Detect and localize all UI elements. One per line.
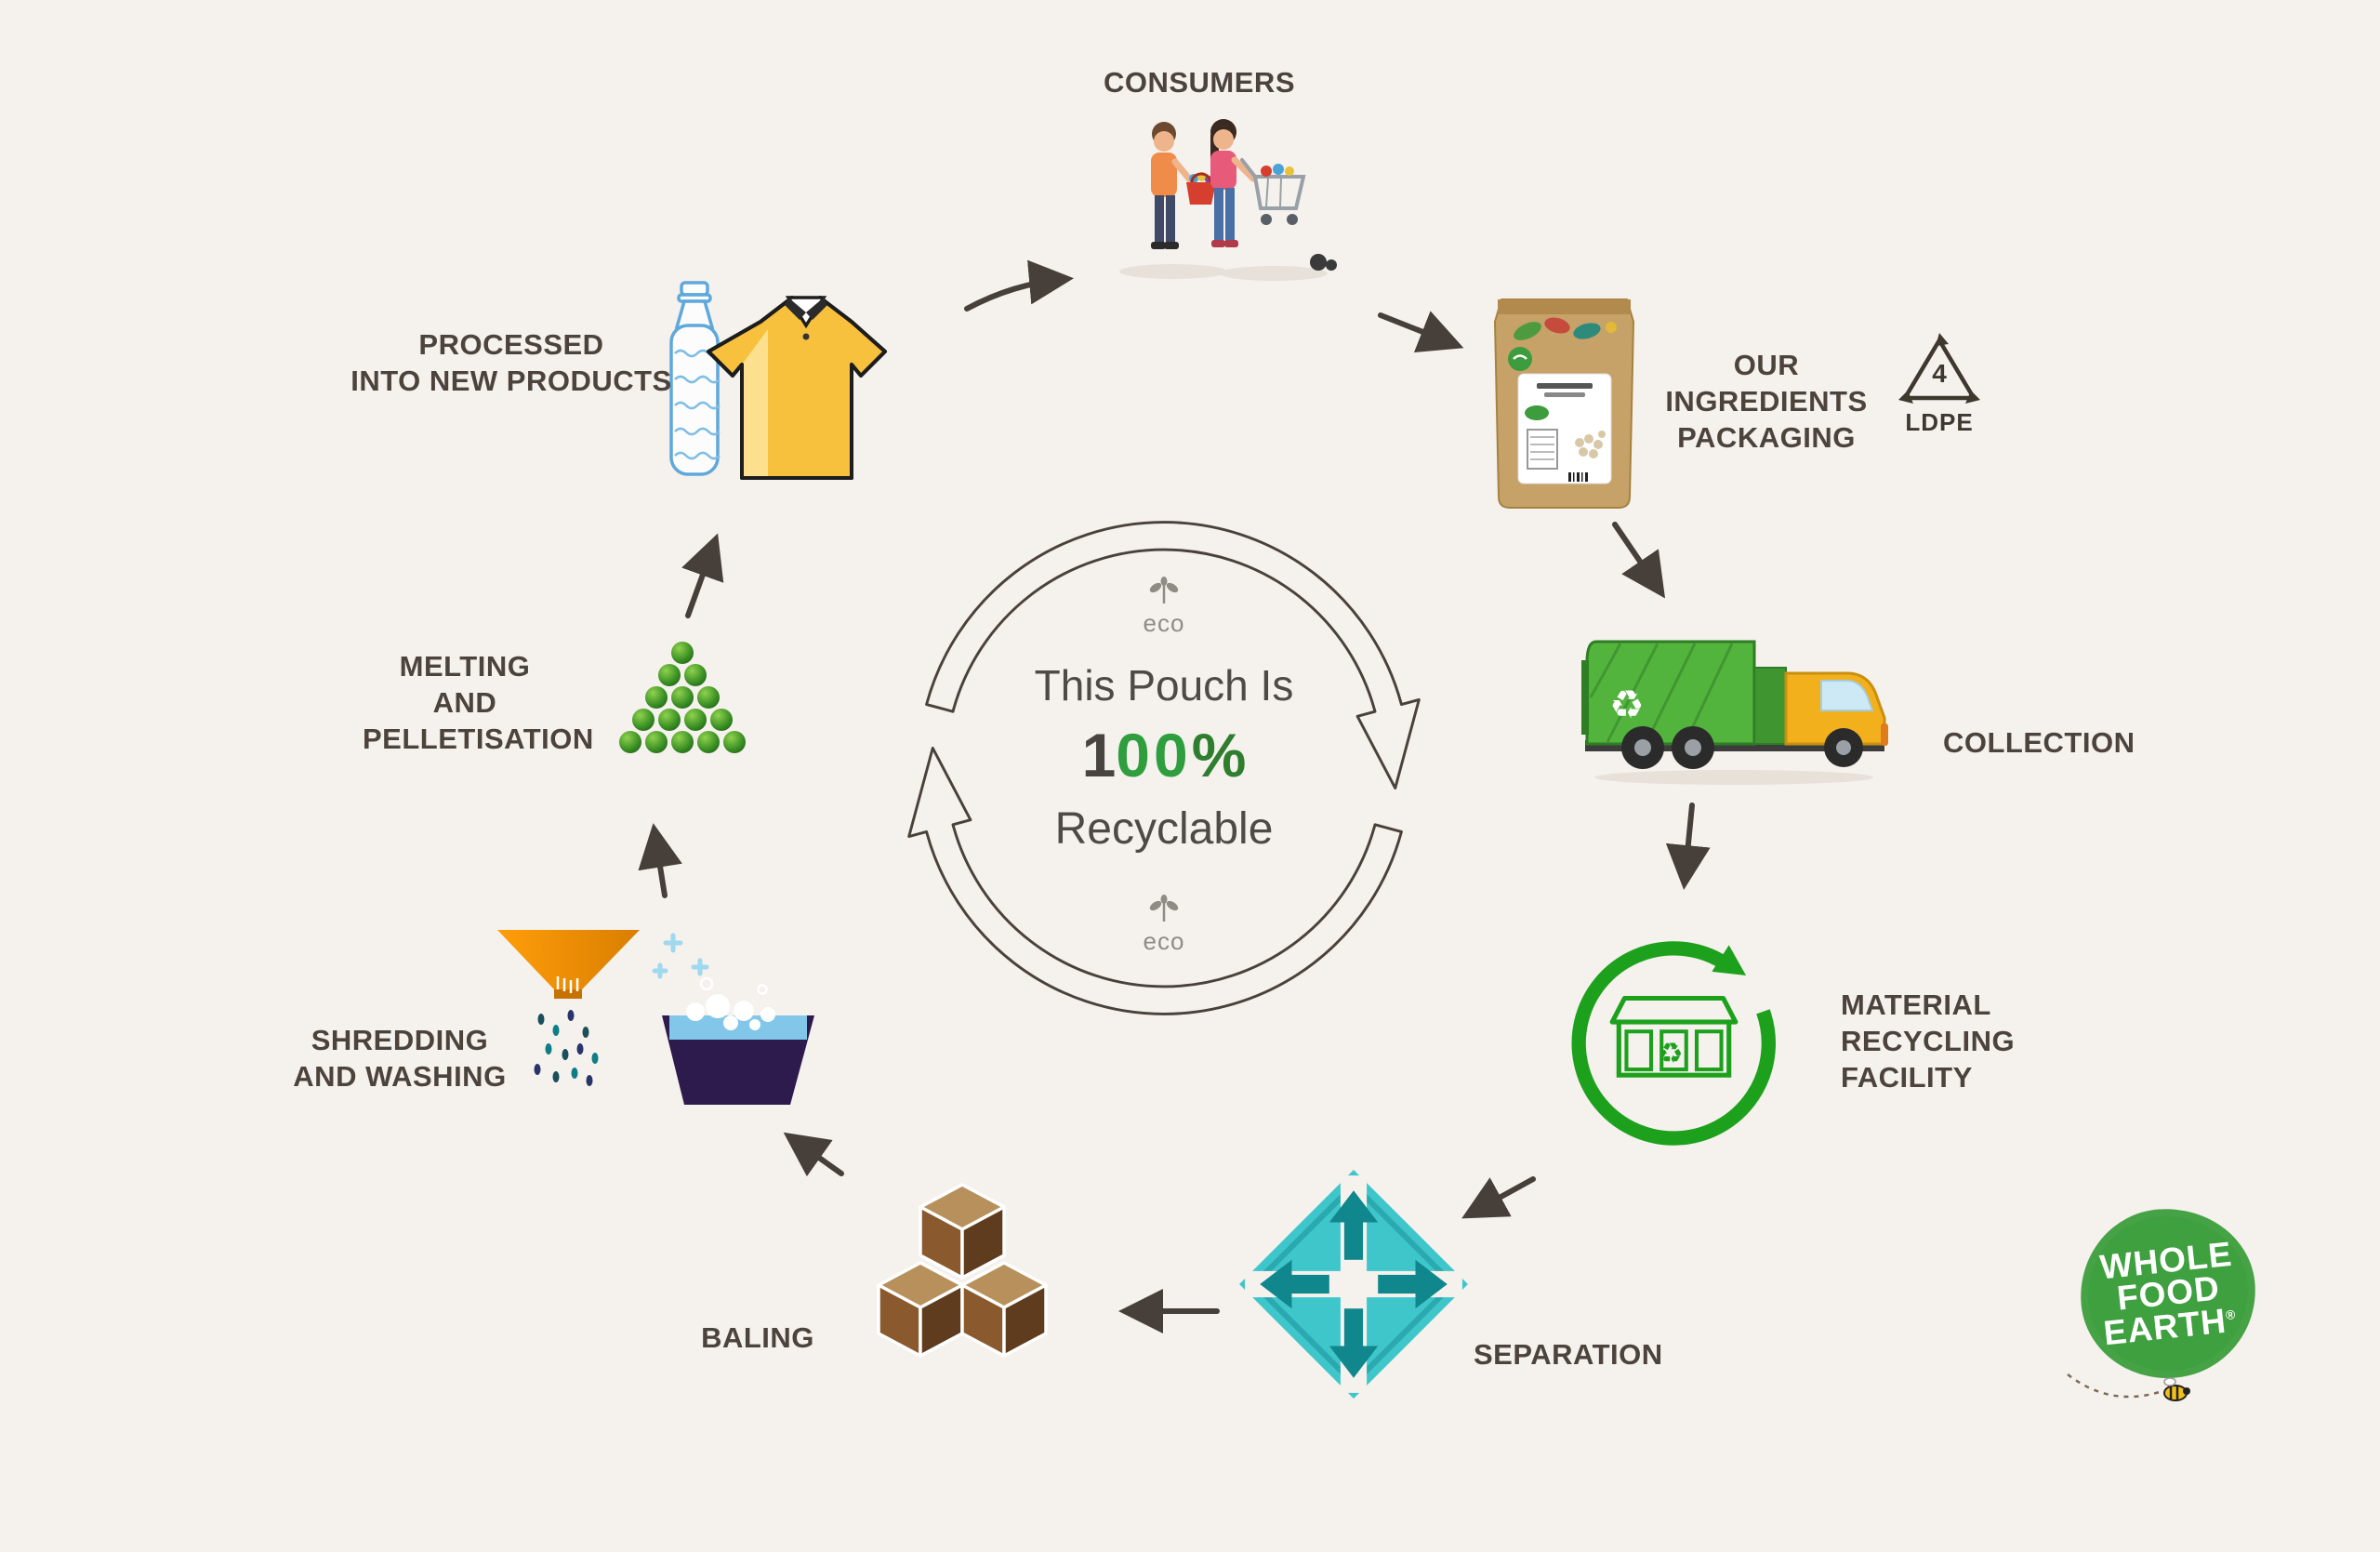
bee-icon: [2067, 1373, 2190, 1401]
garbage-truck-illustration: ♻: [1581, 640, 1888, 785]
center-line-1: This Pouch Is: [1034, 661, 1294, 710]
cycle-ring-icon: [907, 521, 1421, 1015]
collection-label: COLLECTION: [1943, 726, 2135, 759]
consumers-illustration: [1119, 119, 1337, 281]
sprout-icon: [1149, 895, 1179, 922]
eco-mark-top: eco: [900, 577, 1428, 638]
digit-one: 1: [1081, 721, 1117, 789]
center-percentage: 100%: [900, 720, 1428, 790]
eco-mark-bottom: eco: [900, 895, 1428, 956]
pouch-illustration: [1493, 298, 1635, 509]
mrf-illustration: ♻: [1571, 941, 1776, 1146]
separation-illustration: [1239, 1170, 1468, 1399]
new-products-illustration: [669, 281, 887, 480]
bales-illustration: [877, 1183, 1048, 1358]
center-line-3: Recyclable: [1054, 804, 1274, 854]
consumers-label: CONSUMERS: [1103, 66, 1295, 99]
recycle-icon: ♻: [1658, 1038, 1683, 1070]
shredding-washing-illustration: [497, 930, 814, 1105]
shredding-label: SHREDDING AND WASHING: [293, 1024, 507, 1093]
baling-label: BALING: [701, 1321, 814, 1354]
packaging-label: OUR INGREDIENTS PACKAGING: [1665, 349, 1868, 454]
recycle-icon: ♻: [1609, 682, 1645, 727]
eco-label-top: eco: [1143, 609, 1185, 637]
recycling-triangle-icon: [1898, 333, 1980, 404]
sprout-icon: [1149, 577, 1179, 604]
registered-mark: ®: [2225, 1306, 2238, 1322]
new-products-label: PROCESSED INTO NEW PRODUCTS: [350, 328, 672, 397]
pellets-illustration: [619, 642, 746, 753]
eco-label-bottom: eco: [1143, 927, 1185, 955]
ldpe-number: 4: [1932, 359, 1947, 388]
percent-sign: %: [1191, 721, 1247, 789]
ldpe-code: LDPE: [1905, 408, 1974, 436]
ldpe-symbol: 4 LDPE: [1897, 331, 1982, 437]
center-badge: eco This Pouch Is 100% Recyclable eco: [900, 504, 1428, 1032]
melting-label: MELTING AND PELLETISATION: [363, 650, 594, 755]
mrf-label: MATERIAL RECYCLING FACILITY: [1841, 988, 2016, 1094]
separation-label: SEPARATION: [1474, 1338, 1663, 1371]
digit-zeros: 00: [1116, 721, 1192, 789]
